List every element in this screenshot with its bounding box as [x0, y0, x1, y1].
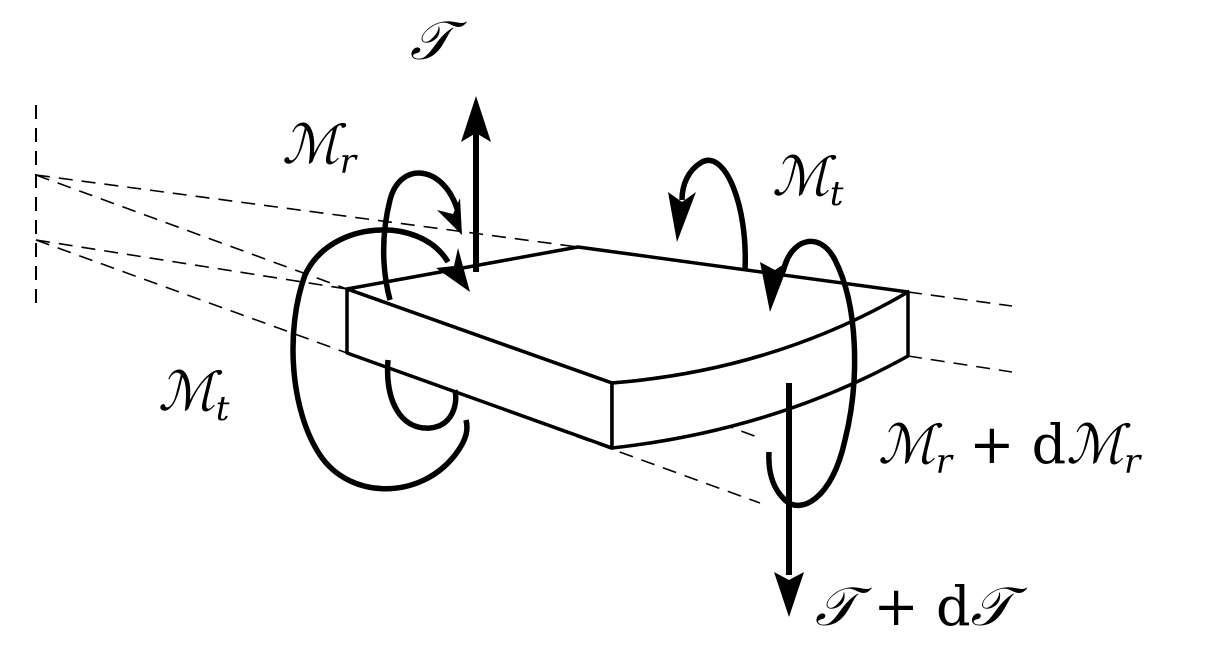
tangential-moment-right-arrow — [668, 157, 748, 271]
label-shear-bottom: 𝒯 + d𝒯 — [815, 575, 1012, 638]
label-radial-moment-increment: ℳr + dℳr — [878, 413, 1141, 482]
label-tangential-moment-left: ℳt — [158, 360, 230, 429]
label-radial-moment: ℳr — [282, 113, 357, 182]
shear-force-bottom-arrow — [774, 383, 804, 617]
tangential-moment-left-arrow — [290, 227, 470, 492]
label-shear-top: 𝒯 — [410, 9, 452, 72]
radial-moment-increment-arrow — [760, 238, 858, 509]
label-tangential-moment-right: ℳt — [772, 145, 844, 214]
shear-force-top-arrow — [461, 96, 491, 272]
plate-element — [345, 245, 910, 450]
radial-moment-arrow — [380, 170, 462, 301]
radial-moment-lower-arc — [384, 359, 459, 431]
plate-side-face — [610, 290, 910, 450]
